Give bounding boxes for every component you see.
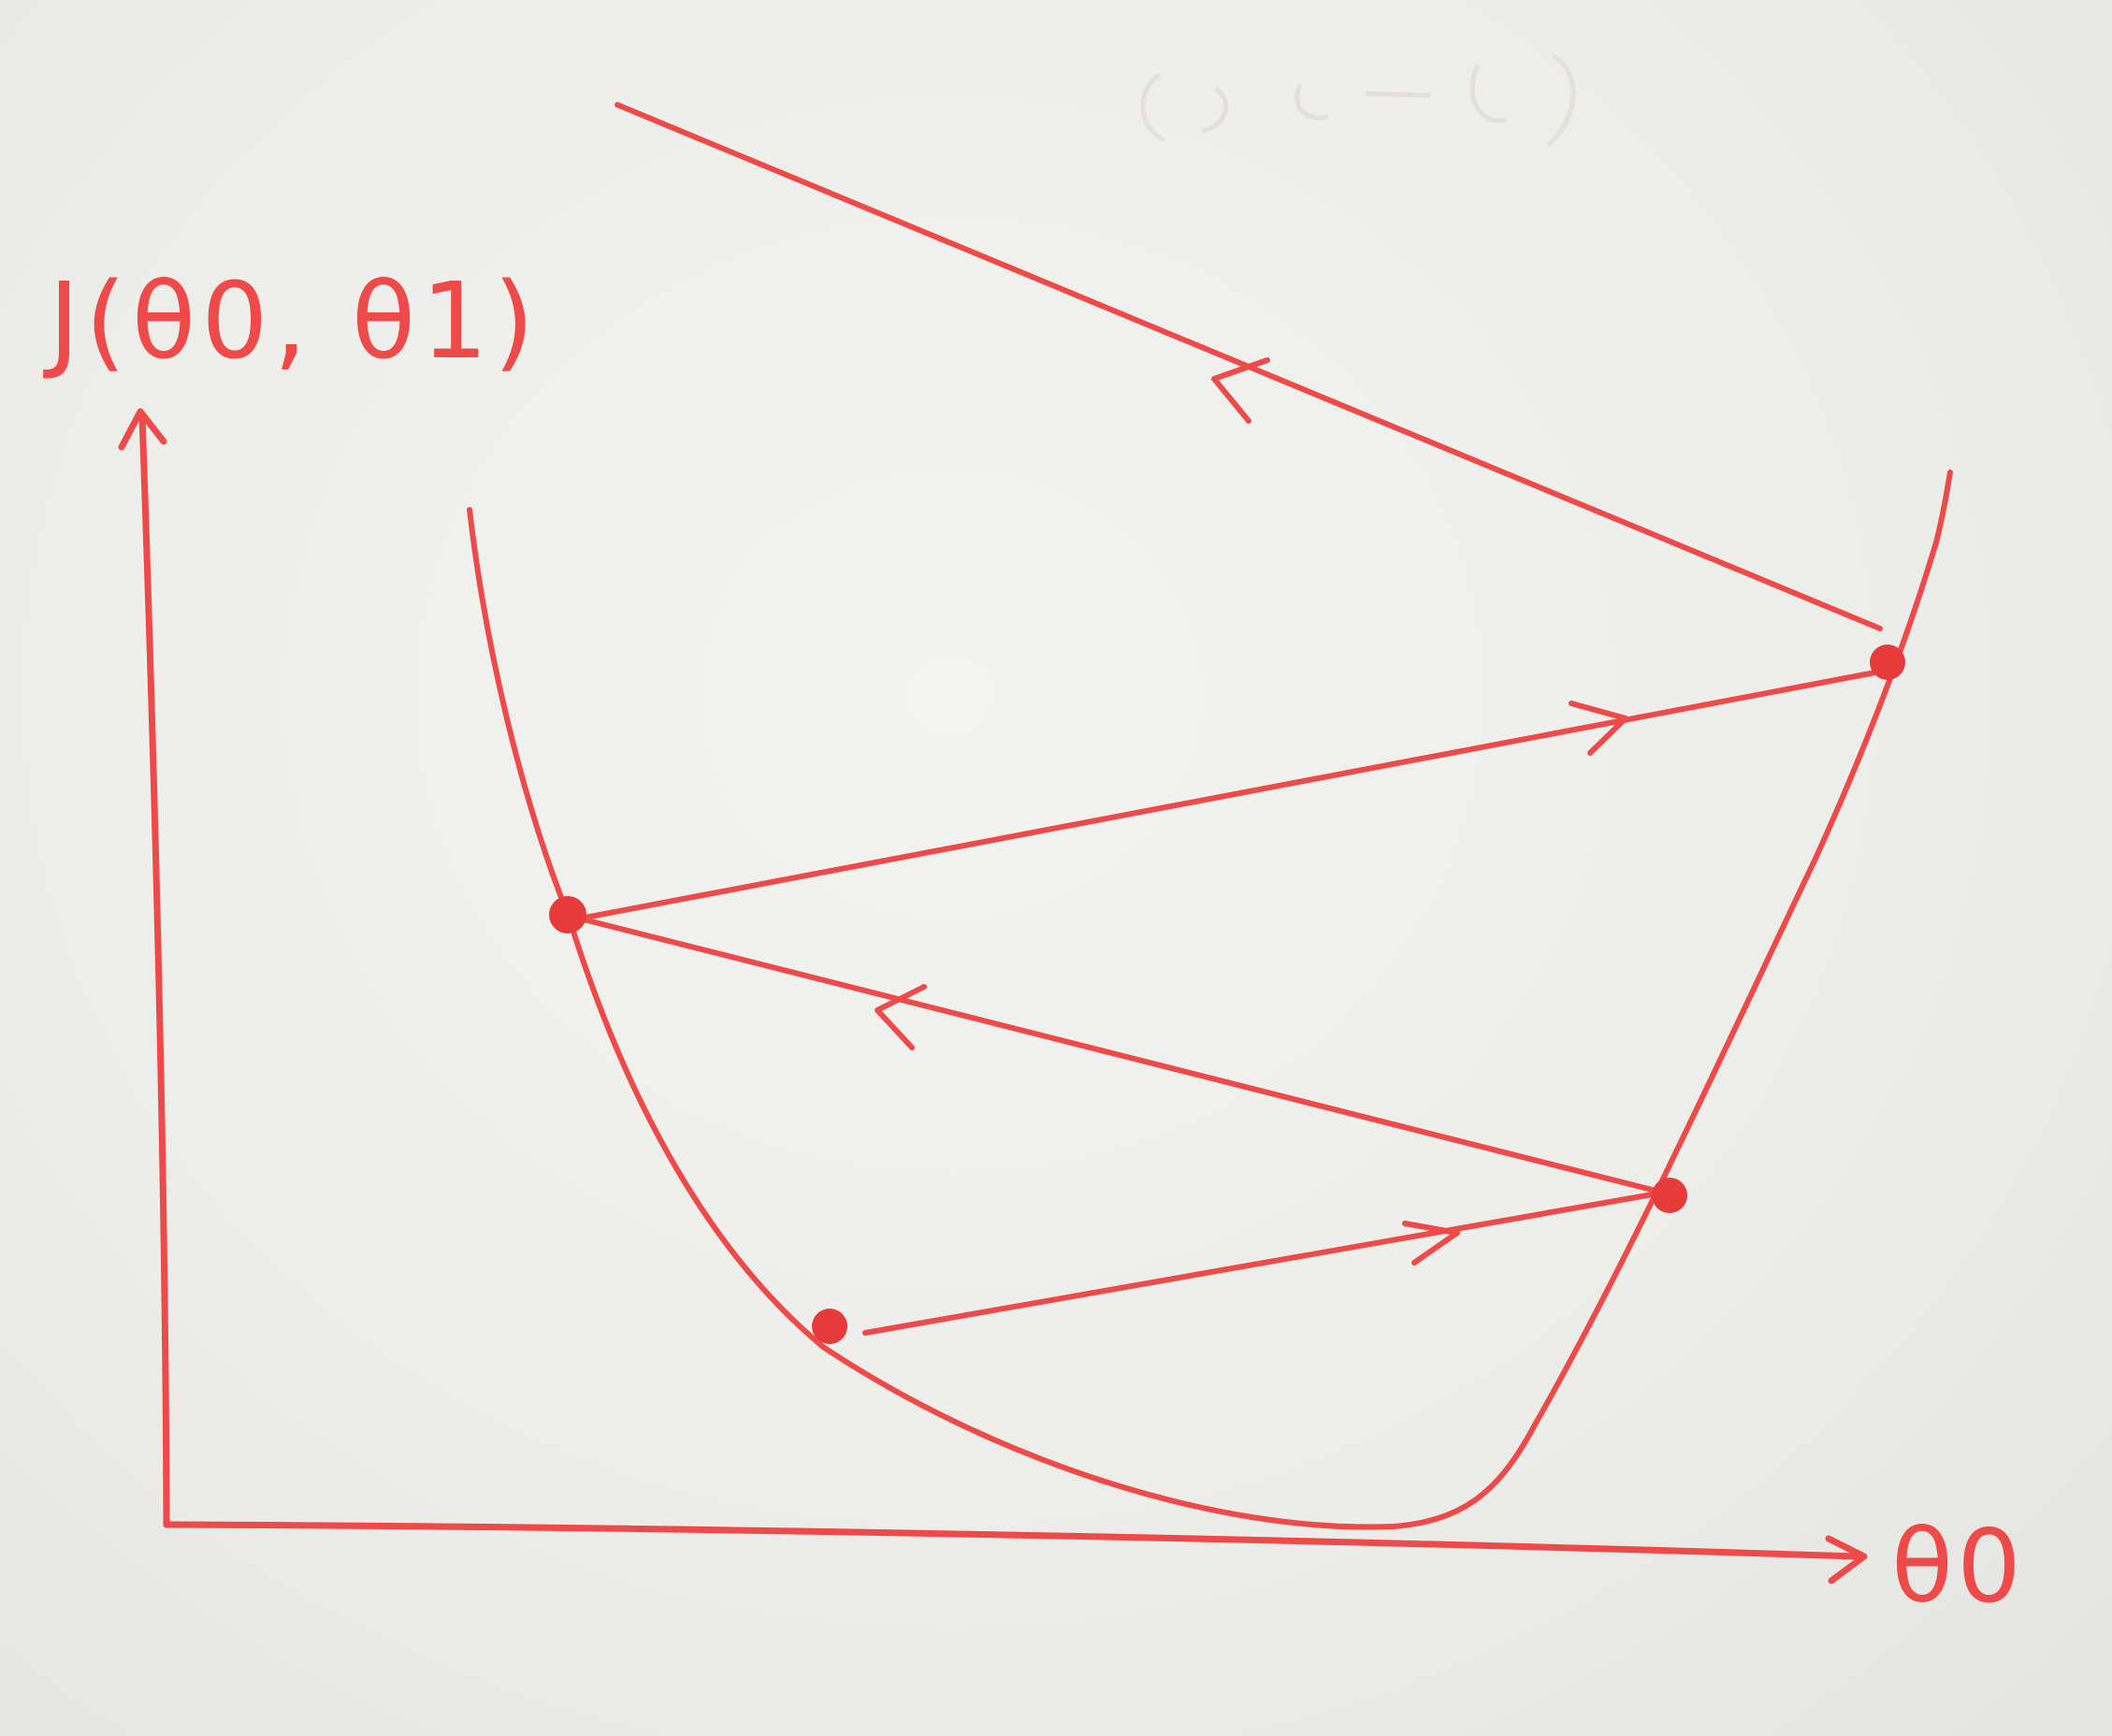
- step-lines: [577, 102, 1883, 1336]
- x-axis-label: θ0: [1891, 1509, 2025, 1626]
- step-point-1: [812, 1309, 847, 1344]
- step-line-3: [577, 669, 1883, 921]
- cost-curve: [467, 470, 1953, 1530]
- x-axis-arrowhead: [1825, 1535, 1868, 1584]
- step-point-4: [1870, 644, 1905, 680]
- step-line-1: [862, 1190, 1666, 1336]
- axes: [118, 408, 1868, 1584]
- x-axis-line: [163, 1521, 1860, 1560]
- step-line-2: [577, 916, 1666, 1195]
- y-axis-line: [138, 412, 170, 1528]
- arrowhead-left-top: [1211, 357, 1270, 424]
- y-axis-arrowhead: [118, 408, 167, 451]
- step-point-2: [1652, 1178, 1687, 1213]
- arrowhead-right-upper: [1569, 701, 1628, 756]
- arrowhead-right-lower: [1402, 1221, 1460, 1266]
- step-arrows: [875, 357, 1628, 1266]
- step-point-3: [549, 896, 586, 933]
- arrowhead-left-middle: [875, 984, 927, 1050]
- step-points: [549, 644, 1905, 1344]
- bleed-through-marks: [1140, 53, 1576, 147]
- y-axis-label: J(θ0, θ1): [43, 261, 540, 383]
